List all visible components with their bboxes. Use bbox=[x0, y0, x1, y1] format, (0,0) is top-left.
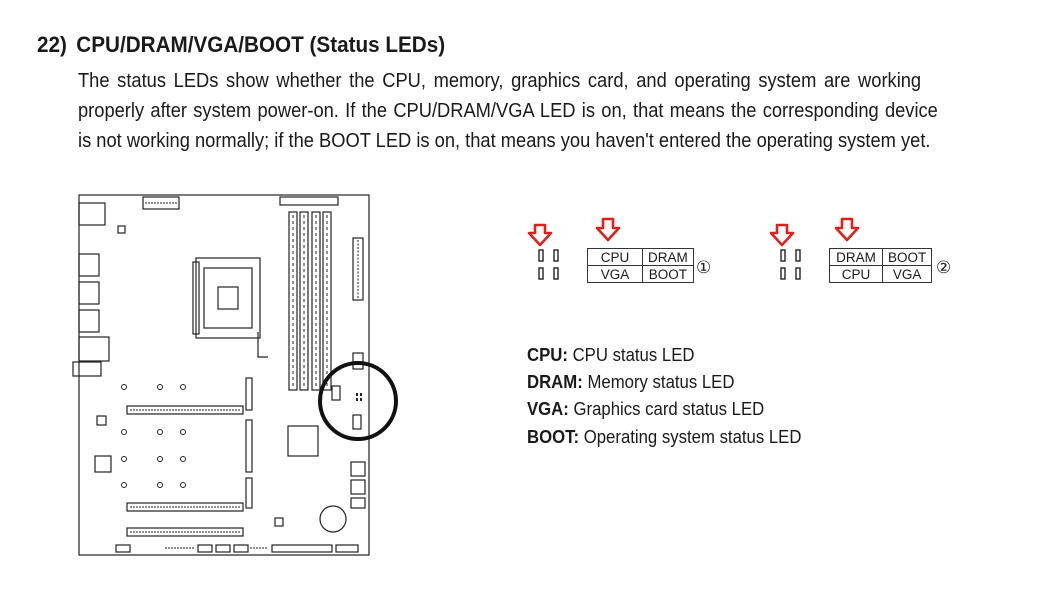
led-label: DRAM bbox=[642, 248, 694, 266]
led-label: VGA bbox=[587, 265, 643, 283]
led-location-highlight bbox=[318, 361, 398, 441]
section-heading: 22) CPU/DRAM/VGA/BOOT (Status LEDs) bbox=[37, 32, 445, 58]
arrow-down-icon bbox=[834, 217, 860, 242]
led-layout-a: CPU DRAM VGA BOOT bbox=[587, 248, 694, 283]
arrow-down-icon bbox=[769, 223, 795, 247]
led-label: VGA bbox=[881, 265, 933, 283]
led-icon bbox=[553, 249, 559, 262]
chipset bbox=[287, 425, 319, 457]
led-icon bbox=[553, 267, 559, 280]
led-icon bbox=[795, 267, 801, 280]
legend-dram: DRAM: Memory status LED bbox=[527, 372, 735, 392]
led-layout-b: DRAM BOOT CPU VGA bbox=[829, 248, 933, 283]
layout-b-marker: ② bbox=[936, 258, 952, 277]
led-label: BOOT bbox=[642, 265, 694, 283]
led-icon bbox=[538, 249, 544, 262]
description-line-3: is not working normally; if the BOOT LED… bbox=[78, 130, 931, 152]
arrow-down-icon bbox=[527, 223, 553, 247]
arrow-down-icon bbox=[595, 217, 621, 242]
section-title: CPU/DRAM/VGA/BOOT (Status LEDs) bbox=[76, 32, 446, 57]
led-icon bbox=[780, 249, 786, 262]
section-number: 22) bbox=[37, 32, 67, 57]
led-icon bbox=[538, 267, 544, 280]
legend-vga: VGA: Graphics card status LED bbox=[527, 399, 765, 419]
board-outline bbox=[78, 194, 370, 556]
legend-cpu: CPU: CPU status LED bbox=[527, 345, 695, 365]
description-line-1: The status LEDs show whether the CPU, me… bbox=[78, 70, 922, 92]
cpu-socket bbox=[195, 257, 261, 339]
led-icon bbox=[795, 249, 801, 262]
legend-boot: BOOT: Operating system status LED bbox=[527, 427, 802, 447]
led-icon bbox=[780, 267, 786, 280]
led-label: CPU bbox=[829, 265, 883, 283]
layout-a-marker: ① bbox=[696, 258, 712, 277]
led-label: DRAM bbox=[829, 248, 883, 266]
led-label: CPU bbox=[587, 248, 643, 266]
description-line-2: properly after system power-on. If the C… bbox=[78, 100, 938, 122]
led-label: BOOT bbox=[881, 248, 933, 266]
